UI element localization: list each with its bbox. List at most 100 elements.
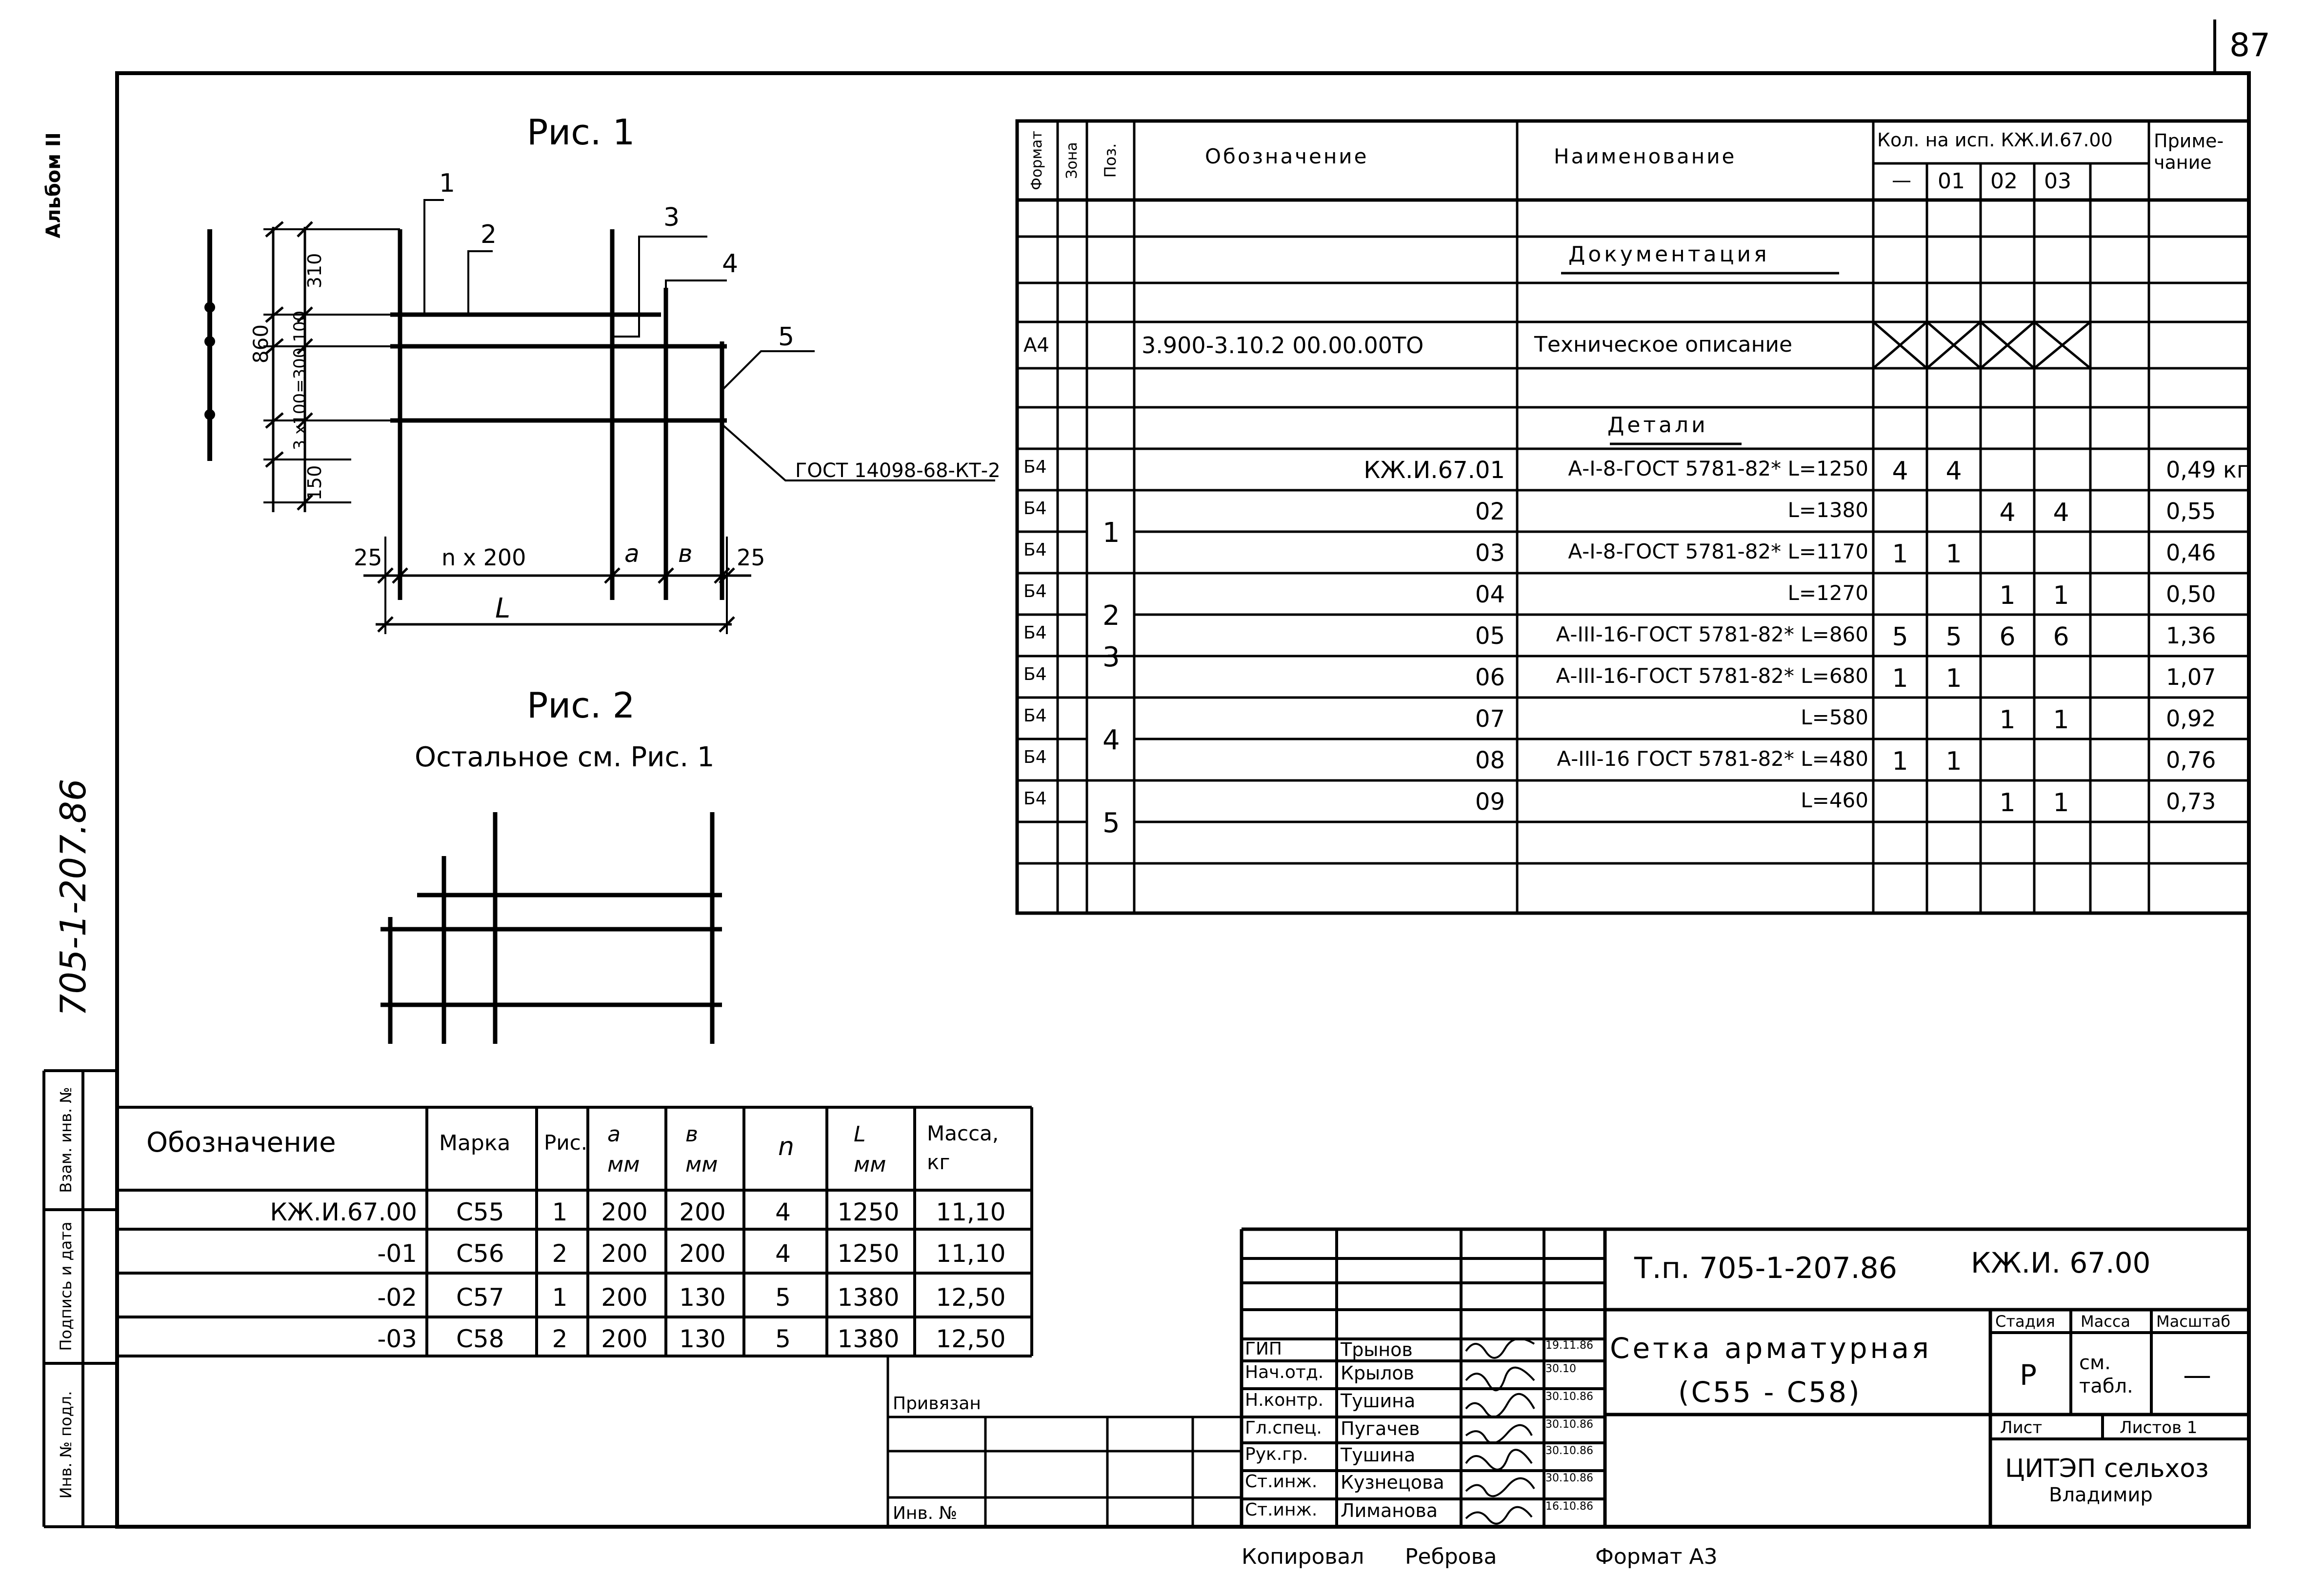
mark-row-cell: 11,10 — [936, 1198, 1006, 1226]
footer-format: Формат А3 — [1595, 1544, 1718, 1569]
privyazan-label: Привязан — [893, 1394, 981, 1414]
mark-table-grid — [117, 1106, 1033, 1357]
mark-row-cell: 5 — [775, 1283, 791, 1312]
spec-row-format: Б4 — [1023, 623, 1047, 643]
spec-row-qty: 4 — [1999, 498, 2016, 527]
mark-header-n: n — [778, 1132, 794, 1161]
spec-row-name: L=460 — [1801, 788, 1868, 812]
spec-doc-oboz: 3.900-3.10.2 00.00.00ТО — [1142, 332, 1424, 359]
tb-person: Тушина — [1341, 1444, 1416, 1466]
fig1-dim-25-right: 25 — [737, 544, 765, 571]
side-stamp-inv-podl: Инв. № подл. — [57, 1391, 75, 1499]
spec-row-name: L=580 — [1801, 705, 1868, 729]
title-block-grid — [1240, 1227, 2249, 1527]
privyazan-grid — [886, 1356, 1242, 1527]
mark-row-cell: 130 — [679, 1283, 726, 1312]
spec-row-prim: 0,92 — [2166, 705, 2216, 732]
spec-row-name: А-III-16-ГОСТ 5781-82* L=680 — [1556, 664, 1868, 688]
mark-header-marka: Марка — [439, 1131, 511, 1156]
spec-row-format: Б4 — [1023, 789, 1047, 809]
tb-role: ГИП — [1245, 1339, 1282, 1359]
mark-row-cell: 200 — [601, 1198, 648, 1226]
fig1-pos-4: 4 — [722, 249, 739, 279]
mark-row-cell: 4 — [775, 1198, 791, 1226]
spec-row-name: А-III-16-ГОСТ 5781-82* L=860 — [1556, 622, 1868, 646]
side-project-code: 705-1-207.86 — [53, 778, 94, 1017]
spec-row-qty: 1 — [1892, 747, 1908, 776]
tb-name-1: Сетка арматурная — [1610, 1332, 1932, 1365]
page-number: 87 — [2229, 26, 2270, 64]
fig1-title: Рис. 1 — [527, 112, 635, 153]
spec-row-format: Б4 — [1023, 457, 1047, 477]
fig1-gost-label: ГОСТ 14098-68-КТ-2 — [795, 459, 1001, 482]
mark-row-cell: 1250 — [837, 1239, 900, 1268]
mark-header-ris: Рис. — [544, 1131, 588, 1155]
mark-row-cell: 1 — [552, 1198, 568, 1226]
tb-role: Ст.инж. — [1245, 1500, 1318, 1520]
spec-row-qty: 4 — [2053, 498, 2069, 527]
tb-org-2: Владимир — [2049, 1484, 2153, 1506]
spec-row-qty: 1 — [1945, 747, 1962, 776]
tb-stadia-header: Стадия — [1995, 1312, 2055, 1331]
mark-row-cell: 12,50 — [936, 1283, 1006, 1312]
spec-row-pos: 4 — [1102, 724, 1120, 756]
spec-qty-col-03: 03 — [2044, 169, 2071, 194]
spec-row-qty: 1 — [1892, 539, 1908, 569]
tb-masshtab-header: Масштаб — [2156, 1312, 2231, 1331]
tb-date: 30.10.86 — [1545, 1391, 1593, 1403]
spec-doc-format: А4 — [1023, 334, 1049, 357]
mark-row-cell: С57 — [456, 1283, 504, 1312]
spec-section-documentation: Документация — [1568, 242, 1770, 267]
side-stamp-vzam-inv: Взам. инв. № — [57, 1087, 75, 1193]
spec-row-name: L=1380 — [1787, 498, 1868, 522]
tb-doc-code: КЖ.И. 67.00 — [1971, 1246, 2151, 1279]
mark-row-cell: С56 — [456, 1239, 504, 1268]
fig2-title: Рис. 2 — [527, 685, 635, 726]
tb-date: 19.11.86 — [1545, 1339, 1593, 1352]
fig1-dim-150: 150 — [304, 465, 325, 501]
mark-row-cell: С58 — [456, 1325, 504, 1353]
tb-date: 16.10.86 — [1545, 1500, 1593, 1513]
mark-row-cell: 11,10 — [936, 1239, 1006, 1268]
tb-listov: Листов 1 — [2120, 1418, 2198, 1437]
fig1-dim-310: 310 — [304, 253, 325, 289]
tb-person: Крылов — [1341, 1362, 1415, 1384]
fig1-pos-5: 5 — [778, 322, 795, 352]
spec-row-oboz: 06 — [1475, 664, 1505, 691]
spec-row-name: А-III-16 ГОСТ 5781-82* L=480 — [1557, 747, 1868, 771]
mark-row-oboz: -01 — [377, 1239, 417, 1268]
spec-header-name: Наименование — [1554, 144, 1737, 168]
spec-row-format: Б4 — [1023, 499, 1047, 519]
spec-row-name: L=1270 — [1787, 581, 1868, 605]
tb-masshtab: — — [2183, 1358, 2211, 1392]
spec-row-prim: 0,49 кг — [2166, 457, 2248, 483]
tb-person: Кузнецова — [1341, 1472, 1444, 1493]
mark-row-cell: 130 — [679, 1325, 726, 1353]
spec-qty-col-main: — — [1892, 169, 1911, 192]
spec-row-pos: 2 — [1102, 600, 1120, 632]
spec-header-prim: Приме- чание — [2154, 130, 2224, 173]
tb-name-2: (С55 - С58) — [1678, 1376, 1862, 1409]
spec-row-format: Б4 — [1023, 540, 1047, 560]
fig1-dim-b: в — [678, 539, 693, 568]
spec-row-pos: 3 — [1102, 641, 1120, 673]
spec-row-qty: 5 — [1945, 622, 1962, 652]
spec-row-prim: 0,76 — [2166, 747, 2216, 773]
signatures — [1465, 1337, 1535, 1525]
tb-role: Нач.отд. — [1245, 1362, 1324, 1382]
mark-row-cell: 1380 — [837, 1283, 900, 1312]
mark-header-b: в мм — [685, 1122, 718, 1177]
tb-person: Тушина — [1341, 1390, 1416, 1412]
spec-row-oboz: 02 — [1475, 498, 1505, 525]
mark-header-L: L мм — [854, 1122, 886, 1177]
spec-row-qty: 1 — [1999, 581, 2016, 610]
fig2-drawing — [381, 812, 722, 1044]
spec-row-qty: 6 — [1999, 622, 2016, 652]
mark-row-cell: 200 — [601, 1239, 648, 1268]
fig1-dim-n200: n x 200 — [441, 544, 526, 571]
tb-person: Трынов — [1341, 1339, 1413, 1360]
spec-row-prim: 0,73 — [2166, 788, 2216, 815]
spec-row-oboz: 08 — [1475, 747, 1505, 774]
